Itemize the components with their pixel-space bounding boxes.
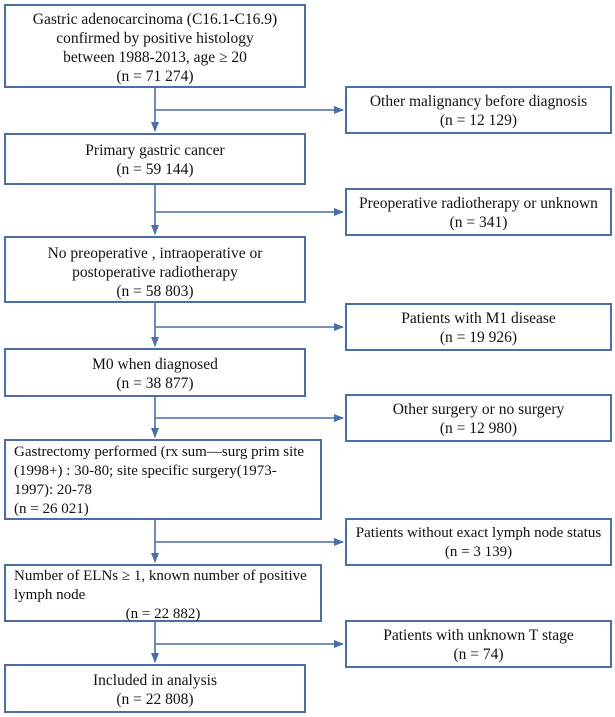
step-box-m0: M0 when diagnosed (n = 38 877) <box>4 348 306 397</box>
step-box-primary: Primary gastric cancer (n = 59 144) <box>4 133 306 185</box>
box-line: (n = 38 877) <box>116 375 194 392</box>
box-line: lymph node <box>14 587 86 603</box>
box-line: (n = 58 803) <box>116 283 194 300</box>
step-box-gastrectomy: Gastrectomy performed (rx sum—surg prim … <box>4 439 322 520</box>
box-line: (n = 22 882) <box>125 606 201 622</box>
box-line: Other malignancy before diagnosis <box>369 93 588 110</box>
box-line: (n = 3 139) <box>444 544 513 560</box>
box-line: Patients with M1 disease <box>401 310 556 327</box>
box-line: confirmed by positive histology <box>56 30 254 47</box>
box-line: (n = 12 980) <box>439 420 518 437</box>
box-line: (n = 26 021) <box>14 501 89 517</box>
exclusion-box-lymph-node-status: Patients without exact lymph node status… <box>345 518 612 566</box>
step-box-elns: Number of ELNs ≥ 1, known number of posi… <box>4 564 322 622</box>
box-line: (1998+) : 30-80; site specific surgery(1… <box>14 463 277 479</box>
box-line: Gastrectomy performed (rx sum—surg prim … <box>14 444 305 460</box>
box-line: Patients without exact lymph node status <box>355 525 602 541</box>
box-line: Patients with unknown T stage <box>383 627 574 644</box>
box-line: (n = 12 129) <box>439 112 518 129</box>
box-line: (n = 59 144) <box>116 161 194 178</box>
exclusion-box-t-stage: Patients with unknown T stage (n = 74) <box>345 620 612 668</box>
box-line: Included in analysis <box>93 672 217 689</box>
box-line: Primary gastric cancer <box>85 142 225 159</box>
step-box-included: Included in analysis (n = 22 808) <box>4 664 306 713</box>
box-line: (n = 341) <box>449 214 508 231</box>
exclusion-box-preop-radiotherapy: Preoperative radiotherapy or unknown (n … <box>345 188 612 236</box>
box-line: (n = 71 274) <box>116 68 194 85</box>
box-line: between 1988-2013, age ≥ 20 <box>63 49 247 66</box>
step-box-no-radiotherapy: No preoperative , intraoperative or post… <box>4 236 306 303</box>
box-line: M0 when diagnosed <box>92 356 218 373</box>
box-line: 1997): 20-78 <box>14 482 92 498</box>
box-line: No preoperative , intraoperative or <box>47 245 263 262</box>
step-box-cohort: Gastric adenocarcinoma (C16.1-C16.9) con… <box>4 4 306 88</box>
exclusion-box-m1: Patients with M1 disease (n = 19 926) <box>345 303 612 351</box>
exclusion-box-no-surgery: Other surgery or no surgery (n = 12 980) <box>345 394 612 442</box>
box-line: Number of ELNs ≥ 1, known number of posi… <box>14 568 307 584</box>
box-line: Preoperative radiotherapy or unknown <box>359 195 598 212</box>
box-line: (n = 22 808) <box>116 691 194 708</box>
box-line: (n = 19 926) <box>439 329 518 346</box>
box-line: Gastric adenocarcinoma (C16.1-C16.9) <box>32 11 278 28</box>
box-line: postoperative radiotherapy <box>72 264 238 281</box>
box-line: Other surgery or no surgery <box>392 401 565 418</box>
exclusion-box-other-malignancy: Other malignancy before diagnosis (n = 1… <box>345 86 612 134</box>
box-line: (n = 74) <box>453 646 504 663</box>
